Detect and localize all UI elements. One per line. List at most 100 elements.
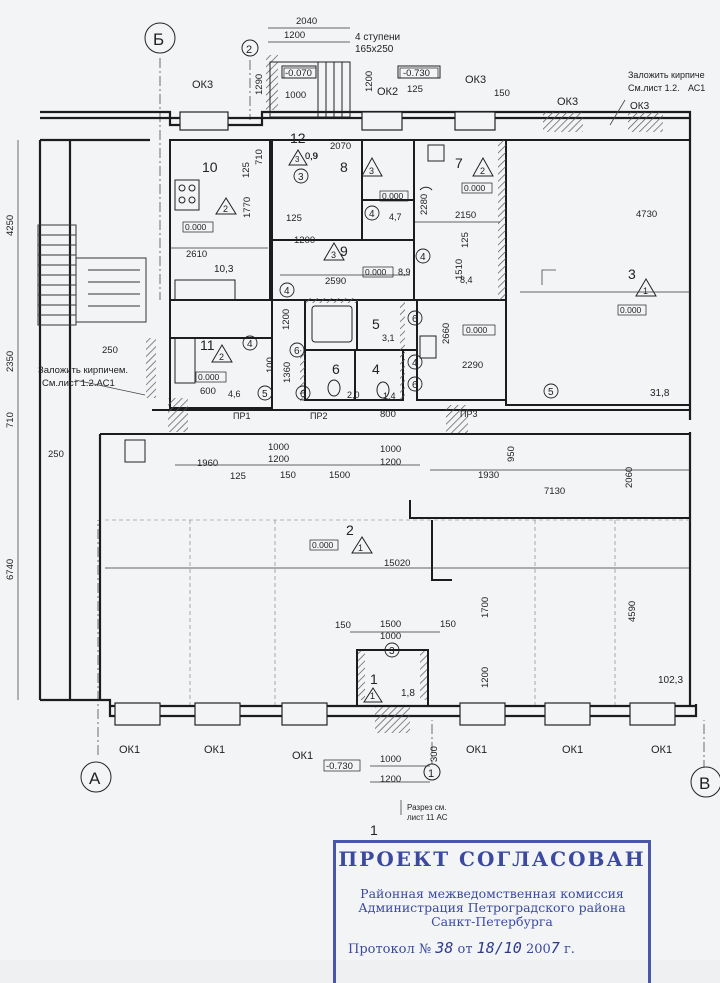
label-dims-d1700: 1700: [480, 597, 491, 618]
label-dims-d250a: 250: [102, 345, 118, 356]
label-dims-d4730: 4730: [636, 209, 657, 220]
svg-text:4: 4: [284, 286, 290, 297]
stamp-protocol-number: 38: [435, 939, 454, 957]
label-rooms-7-tri: 3: [369, 166, 374, 176]
label-rooms-6-tri: 2: [480, 166, 485, 176]
axis-label-a: А: [89, 769, 101, 788]
label-dims-d1200c: 1200: [294, 235, 315, 246]
label-dims-d1770: 1770: [242, 197, 253, 218]
label-dims-d150a: 150: [494, 88, 510, 99]
label-dims-d1290: 1290: [254, 74, 265, 95]
hatched-walls: [146, 55, 663, 733]
label-rooms-9-level: 0.000: [185, 222, 207, 232]
label-dims-d710: 710: [254, 149, 265, 165]
steps-note: 4 ступени: [355, 32, 400, 43]
label-dims-d600: 600: [200, 386, 216, 397]
label-rooms-11-num: 12: [290, 130, 306, 146]
label-rooms-10-area: 4,6: [228, 389, 241, 399]
label-rooms-2-tri: 1: [643, 286, 648, 296]
ok1-label-6: ОК1: [651, 744, 672, 756]
section-note-2: лист 11 АС: [407, 813, 448, 822]
pr2-label: ПР2: [310, 411, 327, 421]
brick-top-note-1: Заложить кирпиче: [628, 70, 705, 80]
label-rooms-0-num: 1: [370, 671, 378, 687]
pr1-label: ПР1: [233, 411, 250, 421]
stamp-g: г.: [563, 942, 575, 957]
label-rooms-5-area: 2,0: [347, 390, 360, 400]
label-dims-d2610: 2610: [186, 249, 207, 260]
brick-top-note-2: См.лист 1.2.: [628, 83, 680, 93]
label-rooms-10-tri: 2: [219, 352, 224, 362]
svg-text:5: 5: [262, 389, 268, 400]
label-dims-d2280: 2280: [419, 194, 430, 215]
label-dims-d950: 950: [506, 446, 517, 462]
label-dims-d0_9: 0,9: [305, 151, 318, 162]
floor-plan-sheet: Б А В 2 1: [5, 16, 720, 983]
svg-text:3: 3: [389, 646, 395, 657]
label-rooms-0-tri: 1: [370, 691, 375, 701]
axis-label-b: Б: [153, 30, 164, 49]
label-rooms-3-area: 1,4: [383, 391, 396, 401]
main-hall-walls: [100, 433, 690, 707]
label-dims-d125c: 125: [286, 213, 302, 224]
label-rooms-7-level: 0.000: [382, 191, 404, 201]
label-rooms-8-tri: 3: [331, 250, 336, 260]
label-rooms-10-level: 0.000: [198, 372, 220, 382]
level-marks: -0.070 -0.730 -0.730: [283, 67, 439, 772]
dimension-lines: [17, 27, 690, 783]
outer-walls: [38, 110, 698, 718]
label-rooms-8-area: 8,9: [398, 267, 411, 277]
windows-bottom: [114, 702, 676, 726]
label-dims-d150d: 150: [440, 619, 456, 630]
stamp-commission: Районная межведомственная комиссия: [360, 886, 624, 901]
svg-text:3: 3: [298, 172, 304, 183]
label-rooms-6-num: 7: [455, 155, 463, 171]
stamp-year-digit: 7: [550, 939, 560, 957]
ok3-label-1: ОК3: [192, 79, 213, 91]
stamp-title: ПРОЕКТ СОГЛАСОВАН: [338, 847, 646, 871]
stamp-administration: Администрация Петроградского района: [358, 900, 626, 915]
svg-text:4: 4: [412, 358, 418, 369]
door-circle-numbers: 34 44 64 66 54 53 6: [247, 172, 554, 657]
label-rooms-9-tri: 2: [223, 204, 228, 214]
level-mark-1: -0.070: [285, 68, 312, 79]
pr3-label: ПР3: [460, 409, 477, 419]
label-dims-d1510: 1510: [454, 259, 465, 280]
stamp-year: 200: [525, 942, 551, 957]
label-rooms-7-num: 8: [340, 159, 348, 175]
label-dims-d7130: 7130: [544, 486, 565, 497]
label-rooms-2-num: 3: [628, 266, 636, 282]
label-dims-d1000a: 1000: [285, 90, 306, 101]
ok1-label-2: ОК1: [204, 744, 225, 756]
steps-size-note: 165х250: [355, 44, 394, 55]
label-rooms-10-num: 11: [200, 337, 215, 353]
label-dims-d1200e: 1200: [268, 454, 289, 465]
label-dims-d1200h: 1200: [380, 774, 401, 785]
grid-axes: [97, 58, 705, 770]
label-dims-d150c: 150: [335, 620, 351, 631]
label-dims-d2590: 2590: [325, 276, 346, 287]
svg-text:6: 6: [294, 346, 300, 357]
label-dims-d150b: 150: [280, 470, 296, 481]
opening-labels: ОК3 ОК3 ОК3 ОК3 ОК2 ОК1 ОК1 ОК1 ОК1 ОК1 …: [119, 74, 672, 762]
label-dims-d710b: 710: [5, 412, 16, 428]
svg-text:6: 6: [412, 314, 418, 325]
ok3-label-4: ОК3: [630, 101, 650, 112]
label-rooms-8-num: 9: [340, 243, 348, 259]
axis-markers: [80, 22, 720, 798]
stamp-protocol-label: Протокол №: [348, 942, 432, 957]
stamp-from: от: [457, 942, 473, 957]
label-dims-d1960: 1960: [197, 458, 218, 469]
label-dims-d1930: 1930: [478, 470, 499, 481]
label-rooms-0-area: 1,8: [401, 688, 415, 699]
label-dims-d2060: 2060: [624, 467, 635, 488]
label-dims-d100: 100: [265, 357, 276, 373]
windows-top: [179, 111, 496, 131]
stamp-protocol-line: Протокол № 38 от 18/10 2007 г.: [336, 939, 648, 957]
label-rooms-8-level: 0.000: [365, 267, 387, 277]
label-rooms-2-area: 0.000: [620, 305, 642, 315]
label-dims-d1500b: 1500: [380, 619, 401, 630]
fixtures: [124, 144, 445, 463]
label-dims-d4250: 4250: [5, 215, 16, 236]
label-dims-d800: 800: [380, 409, 396, 420]
